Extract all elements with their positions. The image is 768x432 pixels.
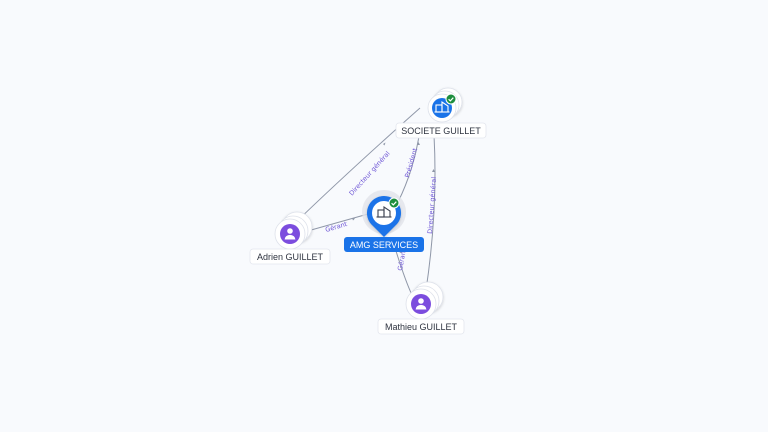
arrow-adrien-amg	[352, 218, 355, 221]
person-icon	[284, 228, 296, 240]
node-label: Mathieu GUILLET	[385, 322, 458, 332]
check-icon	[448, 97, 454, 102]
node-label-box	[395, 122, 487, 139]
person-avatar	[411, 294, 431, 314]
edge-arrows	[352, 142, 435, 253]
edge-label-adrien-amg: Gérant	[324, 220, 348, 234]
check-icon	[391, 201, 397, 206]
node-label: Adrien GUILLET	[257, 252, 324, 262]
building-icon	[434, 100, 450, 113]
person-avatar	[280, 224, 300, 244]
edge-label-mathieu-amg: Gérant	[396, 247, 408, 271]
arrow-adrien-societe	[383, 142, 386, 146]
node-amg-services[interactable]: AMG SERVICES	[344, 190, 424, 252]
edge-label-mathieu-societe: Directeur général	[426, 177, 438, 235]
node-adrien-guillet[interactable]: Adrien GUILLET	[249, 211, 331, 265]
verified-badge	[388, 197, 400, 209]
arrow-amg-societe	[417, 142, 420, 145]
focus-label-box	[344, 237, 424, 252]
node-label: AMG SERVICES	[350, 240, 418, 250]
building-icon	[376, 205, 392, 218]
node-label-box	[249, 248, 331, 265]
verified-badge	[445, 93, 457, 105]
node-societe-guillet[interactable]: SOCIETE GUILLET	[395, 87, 487, 139]
arrow-mathieu-societe	[432, 169, 435, 172]
person-icon	[415, 298, 427, 310]
node-mathieu-guillet[interactable]: Mathieu GUILLET	[377, 281, 465, 335]
node-label: SOCIETE GUILLET	[401, 126, 481, 136]
node-label-box	[377, 318, 465, 335]
edge-mathieu-societe[interactable]	[425, 134, 436, 291]
edge-label-amg-societe: Président	[403, 147, 419, 179]
